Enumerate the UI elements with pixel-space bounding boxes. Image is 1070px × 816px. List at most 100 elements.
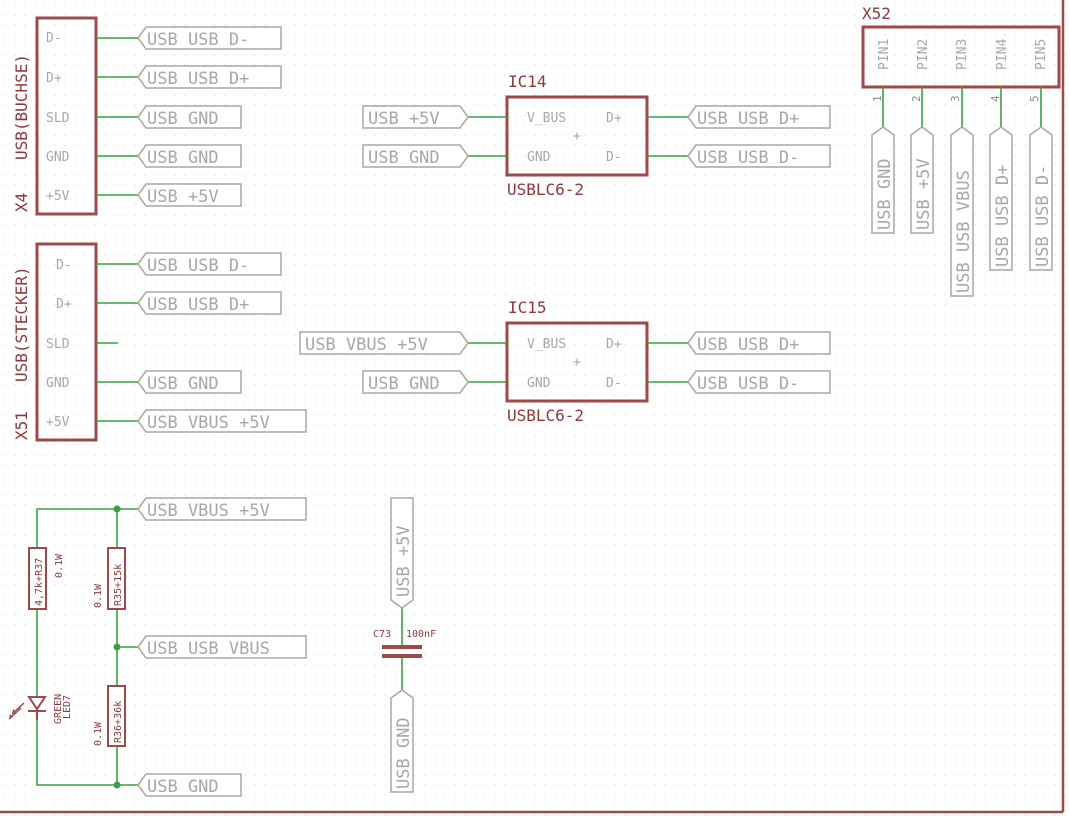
ic14-net-flags: USB_+5V USB_GND USB_USB_D+ USB_USB_D-: [362, 105, 831, 168]
r37-power: 0.1W: [54, 553, 65, 578]
r37-name: R37: [34, 558, 45, 576]
led7-value: GREEN: [53, 694, 64, 724]
net-flag: [362, 105, 469, 129]
r35-body: [107, 547, 126, 610]
x51-body: [35, 242, 98, 442]
net-flag-label: USB_USB_D+: [697, 335, 799, 355]
net-flag: [299, 331, 469, 355]
resistor-r36[interactable]: R36+36k 0.1W: [93, 685, 126, 747]
net-flag: [137, 291, 282, 315]
r35-value: 15k: [113, 564, 124, 582]
c73-name: C73: [373, 629, 391, 640]
x52-name: X52: [862, 4, 891, 23]
net-flag-label: USB_GND: [394, 717, 414, 789]
ic14-pin-dplus: D+: [606, 111, 622, 126]
x51-pin-dminus: D-: [56, 258, 72, 273]
ic15-pin-gnd: GND: [527, 376, 551, 391]
net-flag-label: USB_+5V: [914, 158, 934, 230]
ic15-net-flags: USB_VBUS_+5V USB_GND USB_USB_D+ USB_USB_…: [299, 331, 831, 394]
net-flag: [687, 331, 831, 355]
net-flag: [390, 497, 414, 609]
ic15-value: USBLC6-2: [507, 406, 584, 425]
x52-pin1: PIN1: [877, 39, 892, 70]
x51-pin-dplus: D+: [56, 297, 72, 312]
connector-x51[interactable]: X51 USB(STECKER) D- D+ SLD GND +5V: [12, 242, 138, 442]
r36-name: R36+: [113, 719, 124, 743]
x52-pin3: PIN3: [955, 39, 970, 70]
net-flag-label: USB_GND: [147, 374, 219, 394]
net-flag-label: USB_+5V: [394, 525, 414, 597]
x52-pin2: PIN2: [916, 39, 931, 70]
net-flag-label: USB_GND: [147, 148, 219, 168]
resistor-r37[interactable]: 4,7k+R37 0.1W: [28, 547, 65, 610]
capacitor-c73[interactable]: C73 100nF: [373, 608, 436, 690]
net-flag-label: USB_GND: [368, 148, 440, 168]
led-triangle: [27, 696, 47, 711]
net-flag: [390, 689, 414, 793]
ic14-pin-gnd: GND: [527, 150, 551, 165]
net-flag-label: USB_USB_D+: [697, 109, 799, 129]
x4-pin-dminus: D-: [46, 31, 62, 46]
ic14-body: [505, 95, 649, 177]
net-flag-label: USB_USB_D+: [147, 69, 249, 89]
net-flag: [137, 370, 242, 394]
led-led7[interactable]: GREEN LED7: [8, 694, 73, 724]
x51-pin-5v: +5V: [46, 415, 70, 430]
ic15-origin-cross: +: [573, 355, 581, 370]
junction-dot: [113, 643, 121, 651]
net-flag: [137, 183, 242, 207]
x51-pin-gnd: GND: [46, 376, 70, 391]
cap-net-flags: USB_+5V USB_GND: [390, 497, 414, 793]
net-flag-label: USB_VBUS_+5V: [147, 501, 270, 521]
x52-pin4: PIN4: [995, 39, 1010, 70]
net-flag: [137, 635, 307, 659]
resistor-r35[interactable]: R35+15k 0.1W: [93, 547, 126, 610]
net-flag: [910, 126, 934, 234]
net-flag-label: USB_USB_VBUS: [147, 639, 270, 659]
ic15-body: [505, 321, 649, 403]
x52-pin5: PIN5: [1034, 39, 1049, 70]
x51-pin-sld: SLD: [46, 337, 70, 352]
net-flag-label: USB_USB_D-: [147, 30, 249, 50]
connector-x4[interactable]: X4 USB(BUCHSE) D- D+ SLD GND +5V: [12, 16, 138, 216]
x51-value: USB(STECKER): [12, 266, 31, 382]
net-flag: [137, 26, 282, 50]
net-flag: [950, 126, 974, 297]
net-flag: [989, 126, 1013, 271]
r37-body: [28, 547, 47, 610]
net-flag-label: USB_+5V: [147, 187, 219, 207]
r37-value: 4,7k+: [34, 576, 45, 606]
net-flag: [137, 144, 242, 168]
ic15-pin-vbus: V_BUS: [527, 337, 566, 352]
x4-pin-gnd: GND: [46, 150, 70, 165]
net-flag-label: USB_+5V: [368, 109, 440, 129]
r36-value: 36k: [113, 701, 124, 719]
net-flag: [137, 409, 307, 433]
connector-x52[interactable]: X52 PIN1 PIN2 PIN3 PIN4 PIN5 1 2 3 4 5: [861, 4, 1061, 127]
x4-body: [35, 16, 98, 216]
ic15[interactable]: IC15 USBLC6-2 V_BUS GND D+ D- +: [468, 298, 688, 425]
x52-pinnum-1: 1: [871, 95, 884, 102]
svg-text:R36+36k: R36+36k: [113, 701, 124, 743]
wire-bottom: [36, 720, 138, 786]
net-flag: [1029, 126, 1053, 271]
divider-net-flags: USB_VBUS_+5V USB_USB_VBUS USB_GND: [137, 497, 307, 797]
ic14-pin-dminus: D-: [606, 150, 622, 165]
ic14[interactable]: IC14 USBLC6-2 V_BUS GND D+ D- +: [468, 72, 688, 199]
x4-value: USB(BUCHSE): [12, 54, 31, 160]
net-flag-label: USB_VBUS_+5V: [147, 413, 270, 433]
junction-dot: [113, 781, 121, 789]
net-flag: [687, 105, 831, 129]
x4-net-flags: USB_USB_D- USB_USB_D+ USB_GND USB_GND US…: [137, 26, 282, 207]
net-flag: [137, 497, 307, 521]
ic15-name: IC15: [508, 298, 547, 317]
ic14-pin-vbus: V_BUS: [527, 111, 566, 126]
net-flag-label: USB_USB_D-: [1033, 165, 1053, 267]
net-flag: [362, 144, 469, 168]
x52-body: [861, 25, 1061, 89]
net-flag-label: USB_USB_D+: [147, 295, 249, 315]
net-flag-label: USB_USB_D-: [697, 374, 799, 394]
ic14-name: IC14: [508, 72, 547, 91]
junction-dot: [113, 505, 121, 513]
